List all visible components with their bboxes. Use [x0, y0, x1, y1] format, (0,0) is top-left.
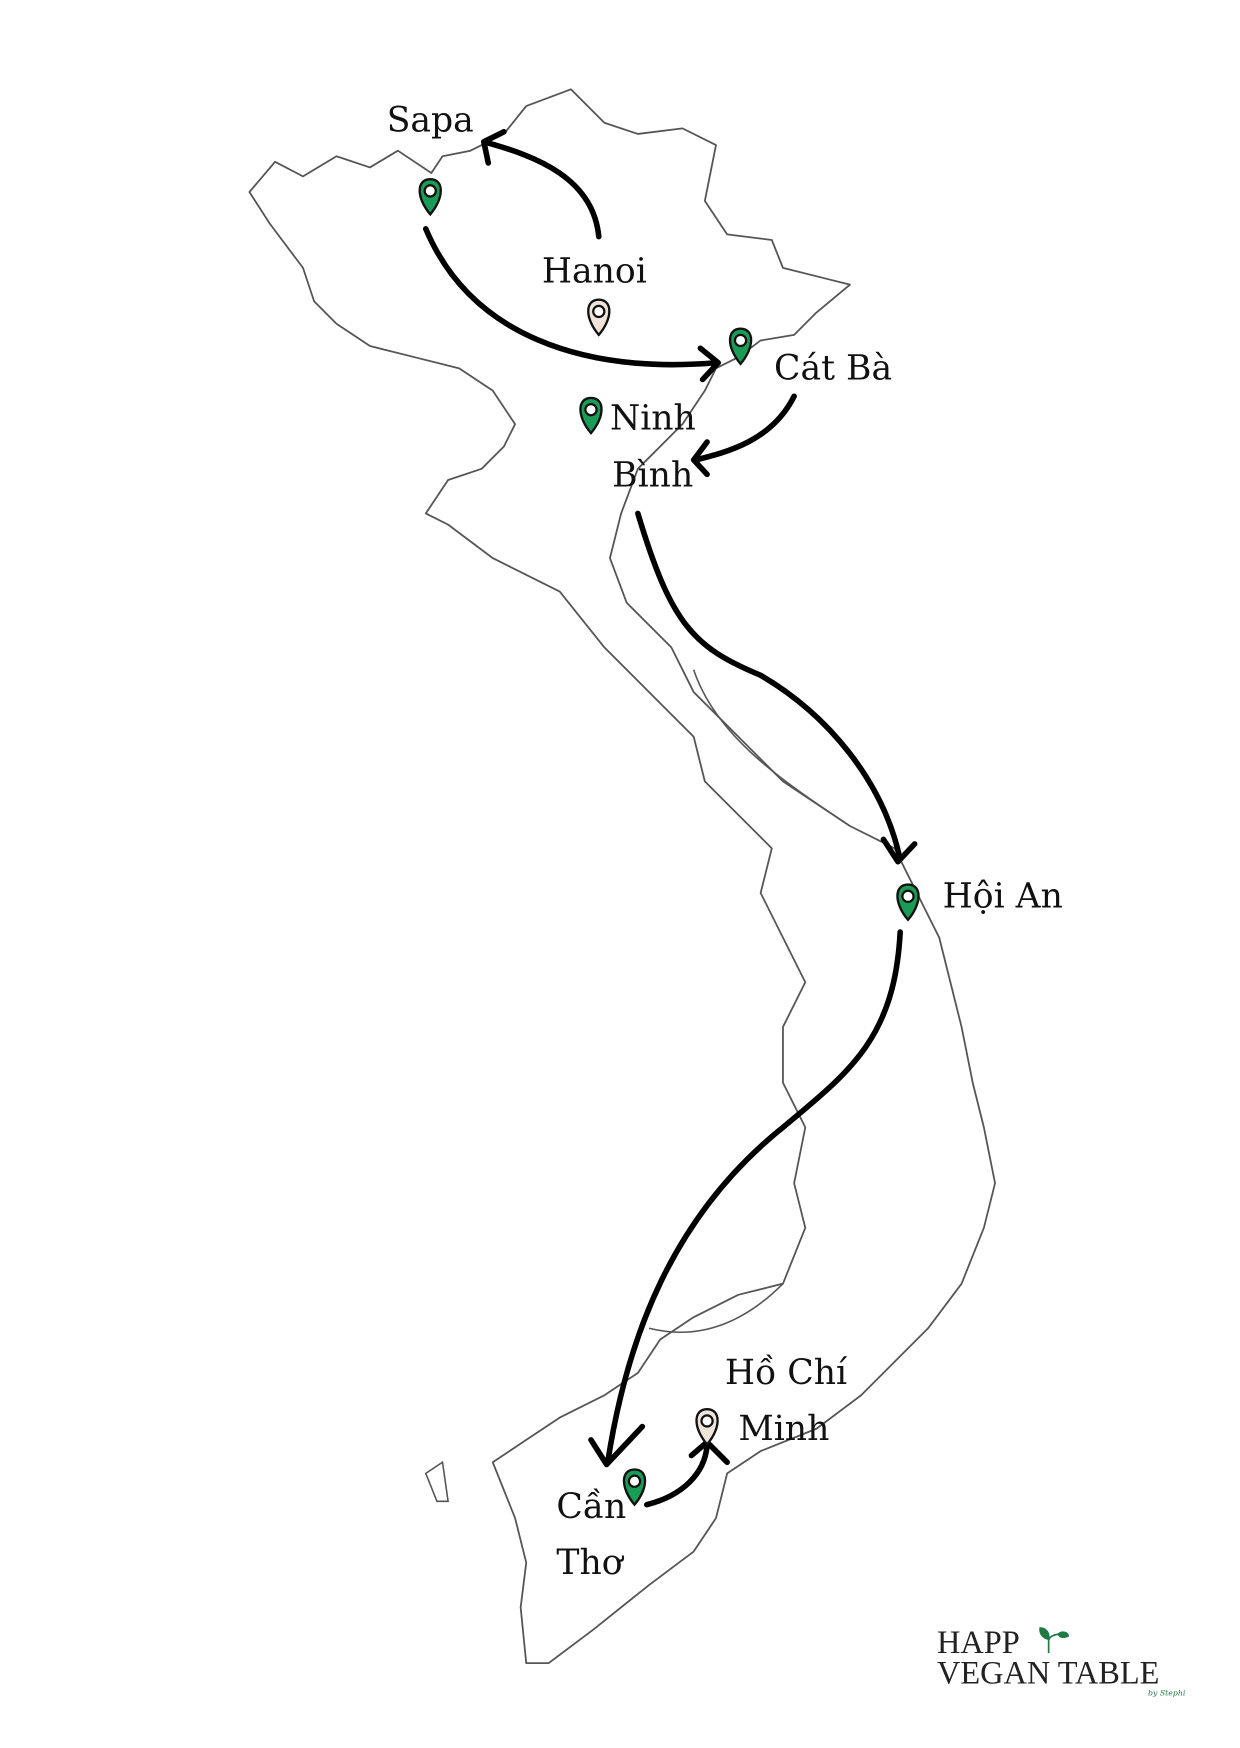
label-hcm-1: Hồ Chí	[725, 1353, 848, 1393]
vietnam-outline	[248, 88, 996, 1665]
leaf-icon	[1039, 1627, 1069, 1654]
hoi-an-pin-icon	[896, 883, 920, 921]
logo-byline: by Stephi	[1148, 1689, 1186, 1698]
happy-vegan-table-logo: HAPP VEGAN TABLE by Stephi	[937, 1625, 1186, 1697]
logo-line2: VEGAN TABLE	[937, 1655, 1159, 1691]
arrow-ninhbinh-hoian	[635, 510, 918, 865]
inland-border	[424, 669, 851, 1503]
logo-line1: HAPP	[937, 1625, 1020, 1661]
label-ninh-binh-1: Ninh	[610, 399, 696, 439]
label-can-tho-1: Cần	[556, 1487, 626, 1527]
arrow-sapa-catba	[422, 226, 722, 383]
labels: Sapa Hanoi Cát Bà Ninh Bình Hội An Hồ Ch…	[387, 101, 1063, 1583]
arrow-hanoi-sapa	[481, 128, 602, 240]
ho-chi-minh-pin-icon	[695, 1408, 719, 1446]
sapa-pin-icon	[418, 178, 442, 216]
arrow-hoian-cantho	[588, 929, 903, 1468]
arrow-cantho-hcm	[643, 1439, 730, 1508]
label-sapa: Sapa	[387, 101, 474, 141]
label-hoi-an: Hội An	[943, 876, 1063, 916]
label-ninh-binh-2: Bình	[612, 456, 693, 496]
can-tho-pin-icon	[622, 1468, 647, 1506]
ninh-binh-pin-icon	[579, 396, 603, 435]
label-hcm-2: Minh	[738, 1409, 829, 1449]
cat-ba-pin-icon	[728, 327, 753, 366]
arrow-catba-ninhbinh	[690, 393, 797, 478]
route-arrows	[422, 128, 918, 1508]
label-cat-ba: Cát Bà	[774, 349, 892, 389]
hanoi-pin-icon	[587, 298, 611, 336]
label-hanoi: Hanoi	[542, 251, 647, 291]
label-can-tho-2: Thơ	[556, 1543, 624, 1583]
